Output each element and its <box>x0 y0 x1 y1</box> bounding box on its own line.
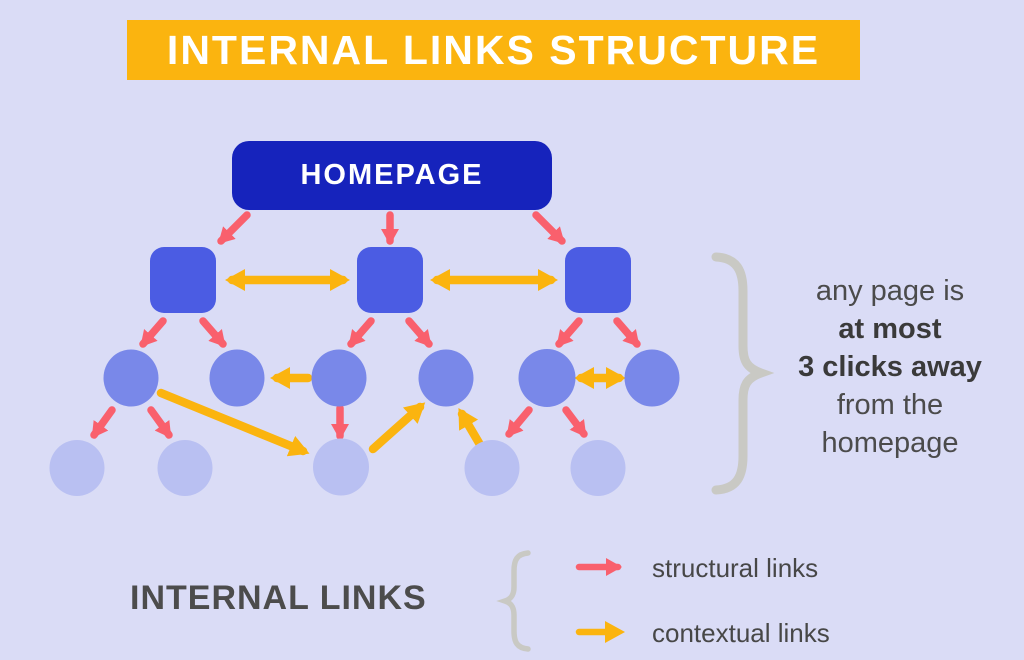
annotation-text: any page is at most 3 clicks away from t… <box>770 272 1010 462</box>
structural-arrow-cat2-to-sub3 <box>347 317 375 348</box>
annotation-line: any page is <box>815 275 965 307</box>
structural-arrow-cat2-to-sub4 <box>405 317 433 348</box>
category-node-1 <box>150 247 216 313</box>
subpage-node-6 <box>624 349 680 407</box>
structural-arrow-cat3-to-sub5 <box>555 317 583 348</box>
subpage-node-2 <box>209 349 265 407</box>
page-nodes <box>49 141 680 496</box>
page-title: INTERNAL LINKS STRUCTURE <box>166 26 821 73</box>
title-banner: INTERNAL LINKS STRUCTURE <box>127 20 860 80</box>
annotation-brace <box>711 252 775 495</box>
deep-page-node-3 <box>313 438 369 496</box>
deep-page-node-1 <box>49 440 105 496</box>
legend-item-contextual: contextual links <box>652 618 830 648</box>
structural-arrow-sub5-to-deep5 <box>562 406 588 438</box>
structural-arrow-sub5-to-deep4 <box>505 406 533 438</box>
annotation-line: at most <box>838 313 942 345</box>
structural-arrow-cat1-to-sub1 <box>139 317 167 348</box>
contextual-arrow-deep3-to-sub4 <box>368 402 426 454</box>
structural-arrow-home-to-cat3 <box>532 211 566 245</box>
contextual-arrow-sub1-to-deep3 <box>156 388 310 457</box>
structural-arrow-sub1-to-deep1 <box>90 406 116 439</box>
deep-page-node-4 <box>464 440 520 496</box>
subpage-node-5 <box>518 349 576 407</box>
homepage-node <box>232 141 552 210</box>
category-node-2 <box>357 247 423 313</box>
contextual-links <box>156 269 626 457</box>
legend-title: INTERNAL LINKS <box>130 579 427 617</box>
annotation-line: 3 clicks away <box>798 351 982 383</box>
structural-arrow-cat3-to-sub6 <box>613 317 641 348</box>
legend-brace <box>496 550 531 652</box>
subpage-node-1 <box>103 349 159 407</box>
legend-item-structural: structural links <box>652 553 819 583</box>
deep-page-node-2 <box>157 440 213 496</box>
annotation-line: from the <box>836 389 944 421</box>
contextual-arrow-deep4-to-sub4 <box>457 407 487 453</box>
category-node-3 <box>565 247 631 313</box>
structural-arrow-cat1-to-sub2 <box>199 317 227 348</box>
structural-arrow-home-to-cat1 <box>217 211 251 245</box>
structural-arrow-sub1-to-deep2 <box>147 406 173 439</box>
subpage-node-3 <box>311 349 367 407</box>
structural-links <box>90 211 641 440</box>
subpage-node-4 <box>418 349 474 407</box>
deep-page-node-5 <box>570 440 626 496</box>
homepage-node-label: HOMEPAGE <box>300 159 484 191</box>
annotation-line: homepage <box>821 427 959 459</box>
